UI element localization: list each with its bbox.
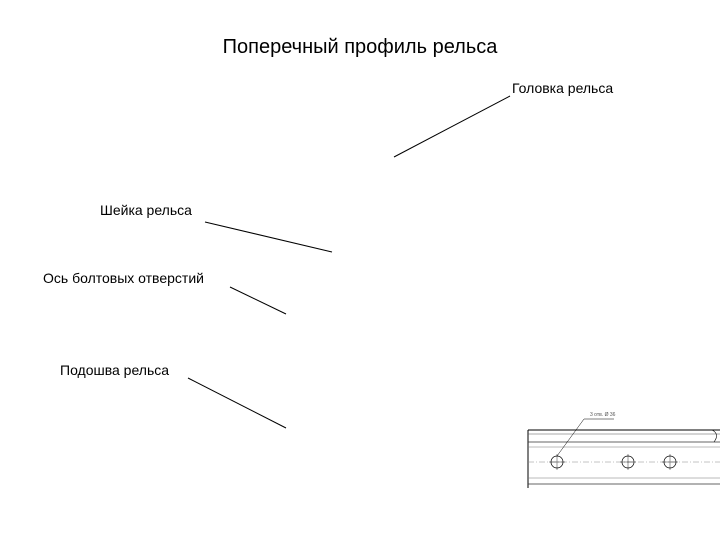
label-rail-head: Головка рельса [512,80,614,96]
bolt-hole-icon [549,454,565,470]
label-bolt-hole-axis: Ось болтовых отверстий [43,270,204,286]
diagram-title: Поперечный профиль рельса [222,36,498,58]
leader-line-web [204,221,333,253]
leader-line-base [187,377,287,429]
label-rail-base: Подошва рельса [60,362,170,378]
leader-line-head [393,95,511,158]
rail-hole-annotation: 3 отв. Ø 36 [590,412,616,418]
rail-side-view [527,418,720,488]
bolt-hole-icon [620,454,636,470]
bolt-hole-icon [662,454,678,470]
leader-line-bolt-axis [229,286,287,315]
label-rail-web: Шейка рельса [100,202,192,218]
